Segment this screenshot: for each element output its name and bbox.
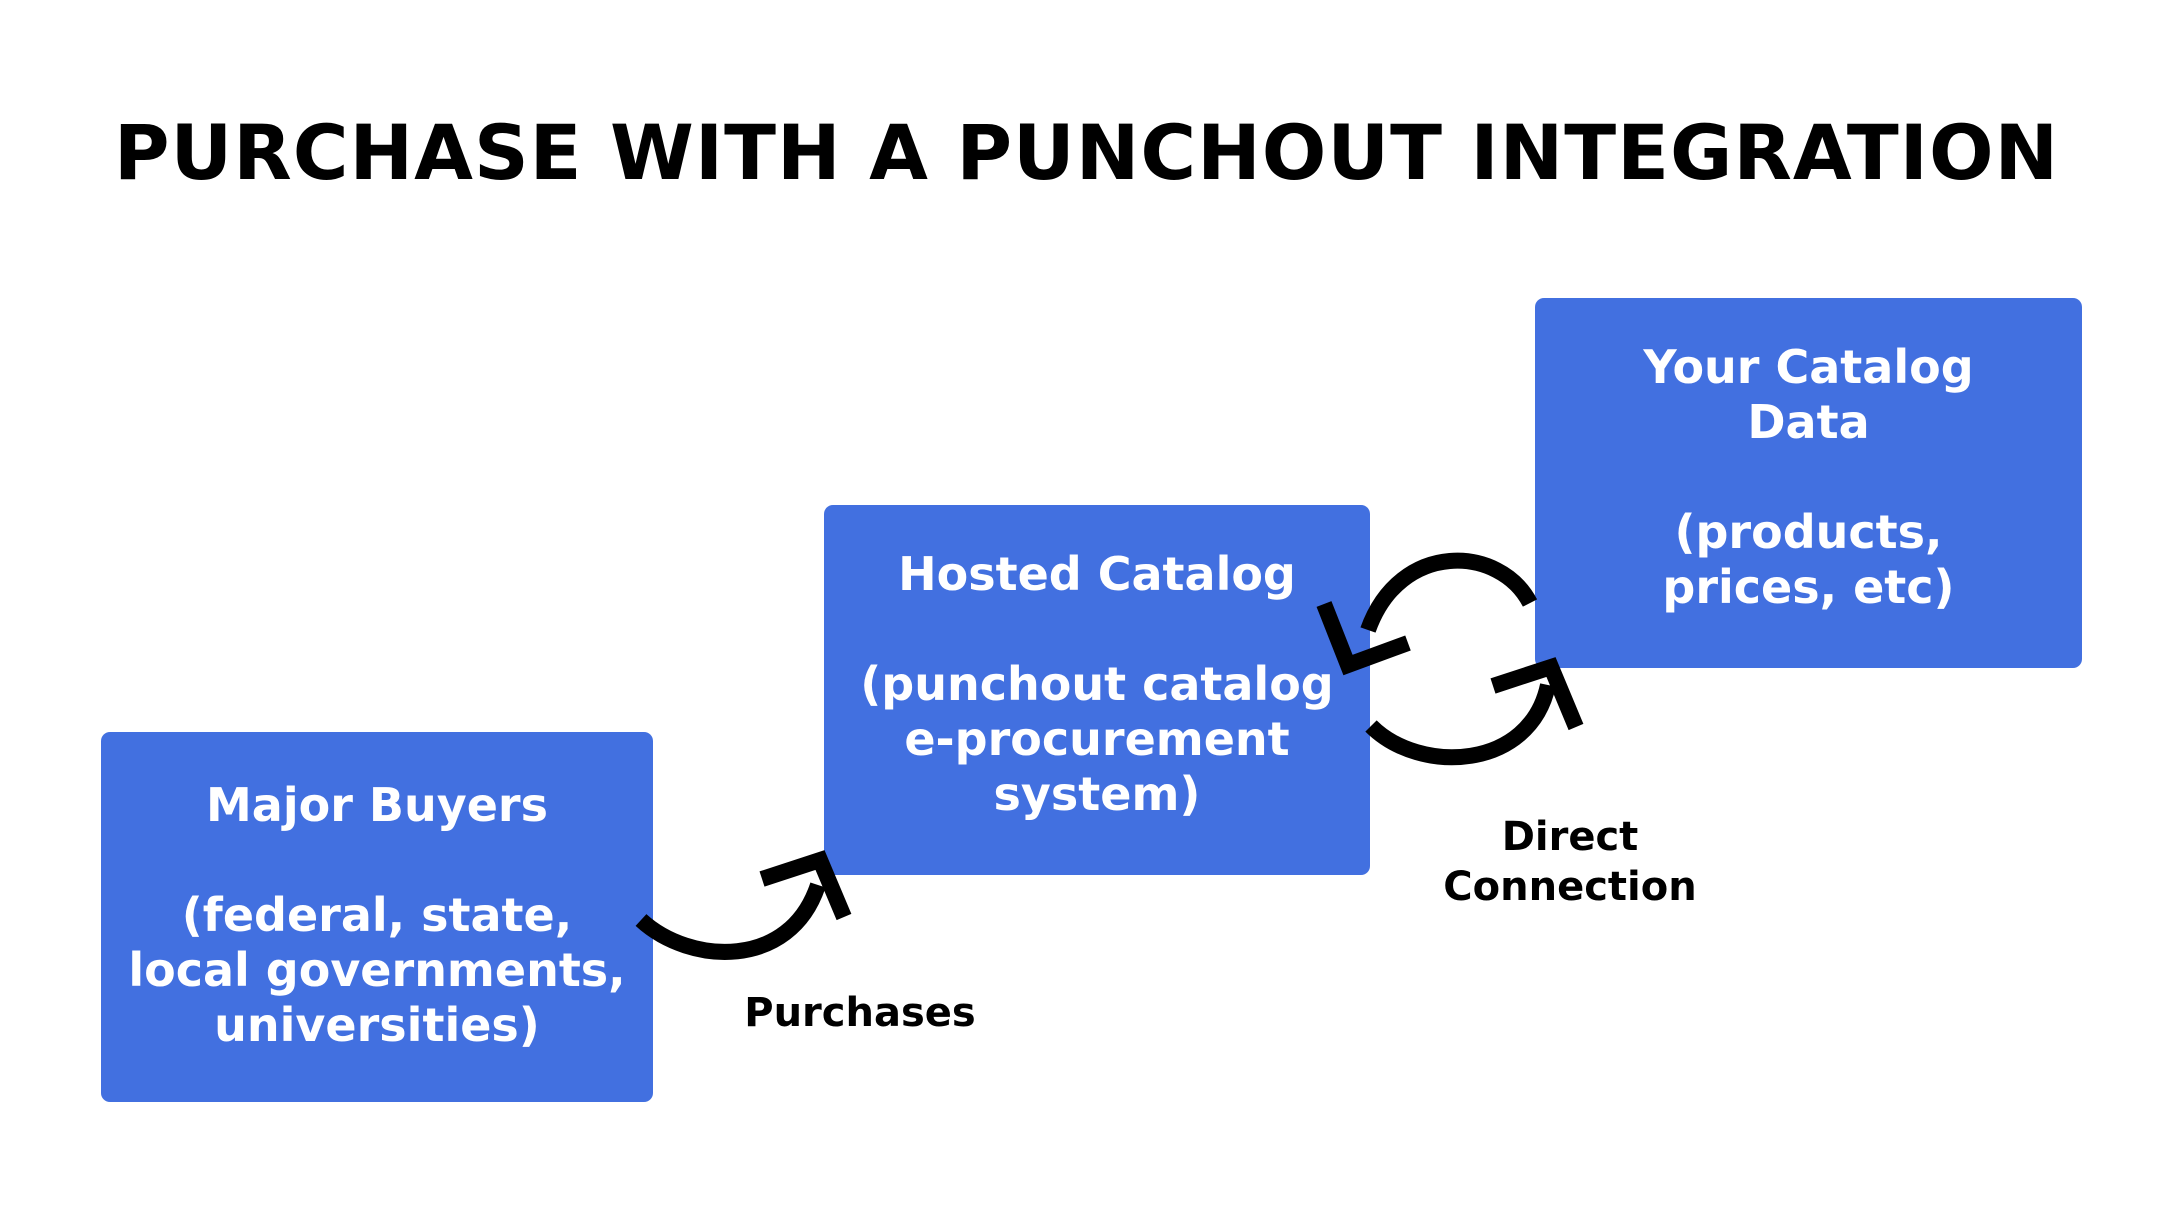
major-buyers-detail: (federal, state, local governments, univ… [128, 888, 626, 1052]
major-buyers-box: Major Buyers (federal, state, local gove… [101, 732, 653, 1102]
hosted-catalog-box: Hosted Catalog (punchout catalog e-procu… [824, 505, 1370, 875]
catalog-data-box: Your Catalog Data (products, prices, etc… [1535, 298, 2082, 668]
major-buyers-heading: Major Buyers [206, 778, 548, 832]
catalog-data-heading: Your Catalog Data [1643, 340, 1974, 449]
diagram-title: PURCHASE WITH A PUNCHOUT INTEGRATION [113, 108, 2060, 197]
purchases-arrow-icon [635, 850, 852, 960]
purchases-label: Purchases [744, 990, 976, 1036]
hosted-catalog-detail: (punchout catalog e-procurement system) [860, 657, 1334, 821]
hosted-catalog-heading: Hosted Catalog [898, 547, 1296, 601]
sync-arrow-right-icon [1365, 657, 1584, 766]
direct-connection-label: Direct Connection [1443, 814, 1697, 910]
catalog-data-detail: (products, prices, etc) [1662, 505, 1955, 614]
